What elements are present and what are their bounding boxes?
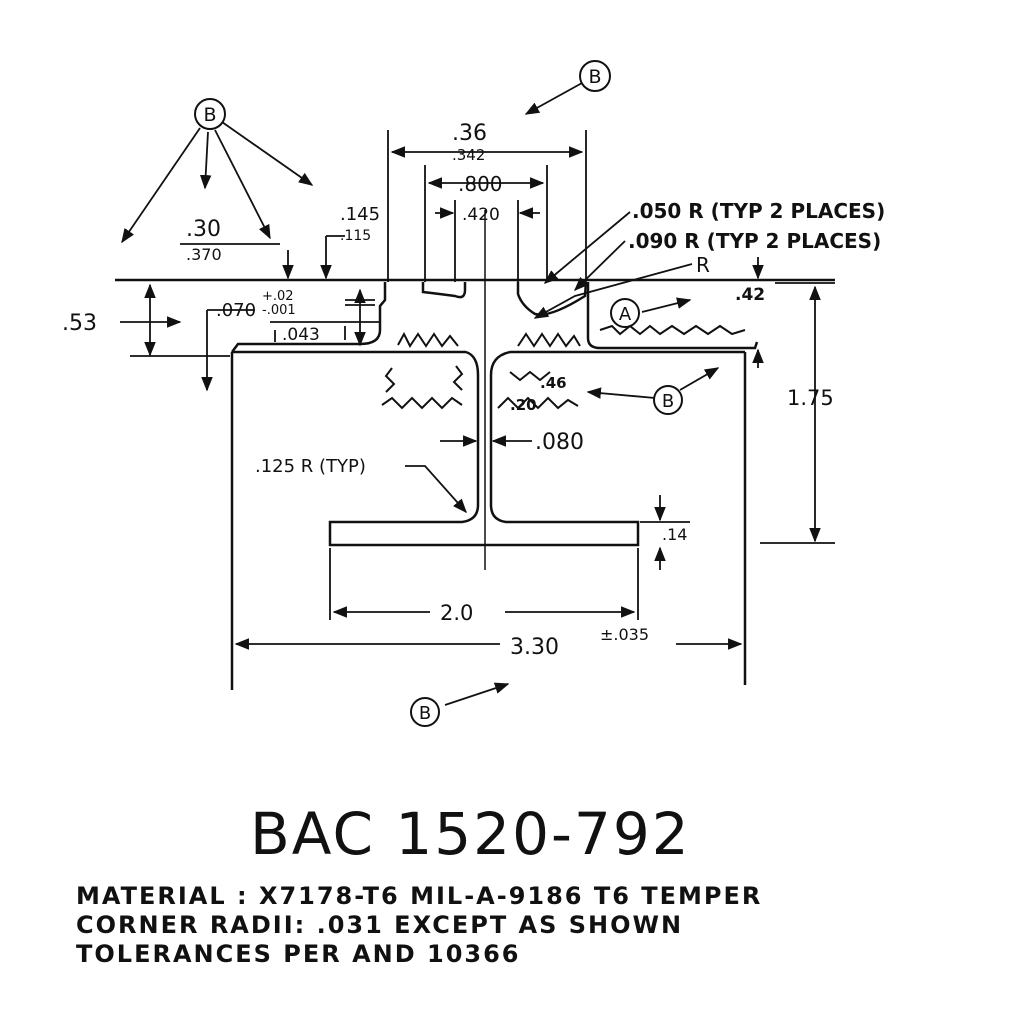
note-material: MATERIAL : X7178-T6 MIL-A-9186 T6 TEMPER [76,882,763,910]
notes-block: MATERIAL : X7178-T6 MIL-A-9186 T6 TEMPER… [76,882,762,969]
dim-070: .070 [216,300,256,321]
dim-42: .42 [735,285,765,305]
dim-left-top: .30 [186,217,221,242]
dim-145: .145 [340,204,380,225]
callout-b-top: B [588,66,601,88]
dim-flange-thk: .14 [662,525,687,544]
callout-a: A [619,304,632,325]
dim-inner-width: .800 [458,172,503,196]
note-corner-radii: CORNER RADII: .031 EXCEPT AS SHOWN [76,911,684,939]
dim-stem-width: .420 [462,205,500,225]
dim-043: .043 [282,325,320,345]
dim-overall-width: 3.30 [510,635,559,660]
break-lines [381,324,746,410]
callout-b-bottom: B [419,703,431,724]
dim-web: .080 [535,430,584,455]
dim-radius-125: .125 R (TYP) [255,456,366,477]
callout-b-right: B [662,391,674,412]
dim-53: .53 [62,311,97,336]
dim-top-width: .36 [452,121,487,146]
dim-overall-tol: ±.035 [600,625,649,644]
dim-height: 1.75 [787,386,834,410]
dimension-lines [120,130,835,650]
dim-radius-050: .050 R (TYP 2 PLACES) [632,199,885,223]
leader-lines [121,82,720,706]
dim-radius-090: .090 R (TYP 2 PLACES) [628,229,881,253]
callout-b-topleft: B [203,104,216,126]
dim-top-width-alt: .342 [452,146,485,164]
note-tolerances: TOLERANCES PER AND 10366 [76,940,521,968]
dim-flange-width: 2.0 [440,601,473,625]
part-number: BAC 1520-792 [250,800,691,868]
callout-circles [194,60,683,727]
dim-left-top-alt: .370 [186,245,222,264]
dim-46: .46 [540,374,567,392]
dim-20: .20 [510,396,537,414]
dim-115: .115 [340,228,371,244]
dim-radius-r: R [696,253,710,277]
part-outline [115,278,835,690]
dim-tol-plus: +.02 [262,289,294,304]
dim-tol-minus: -.001 [262,303,296,318]
